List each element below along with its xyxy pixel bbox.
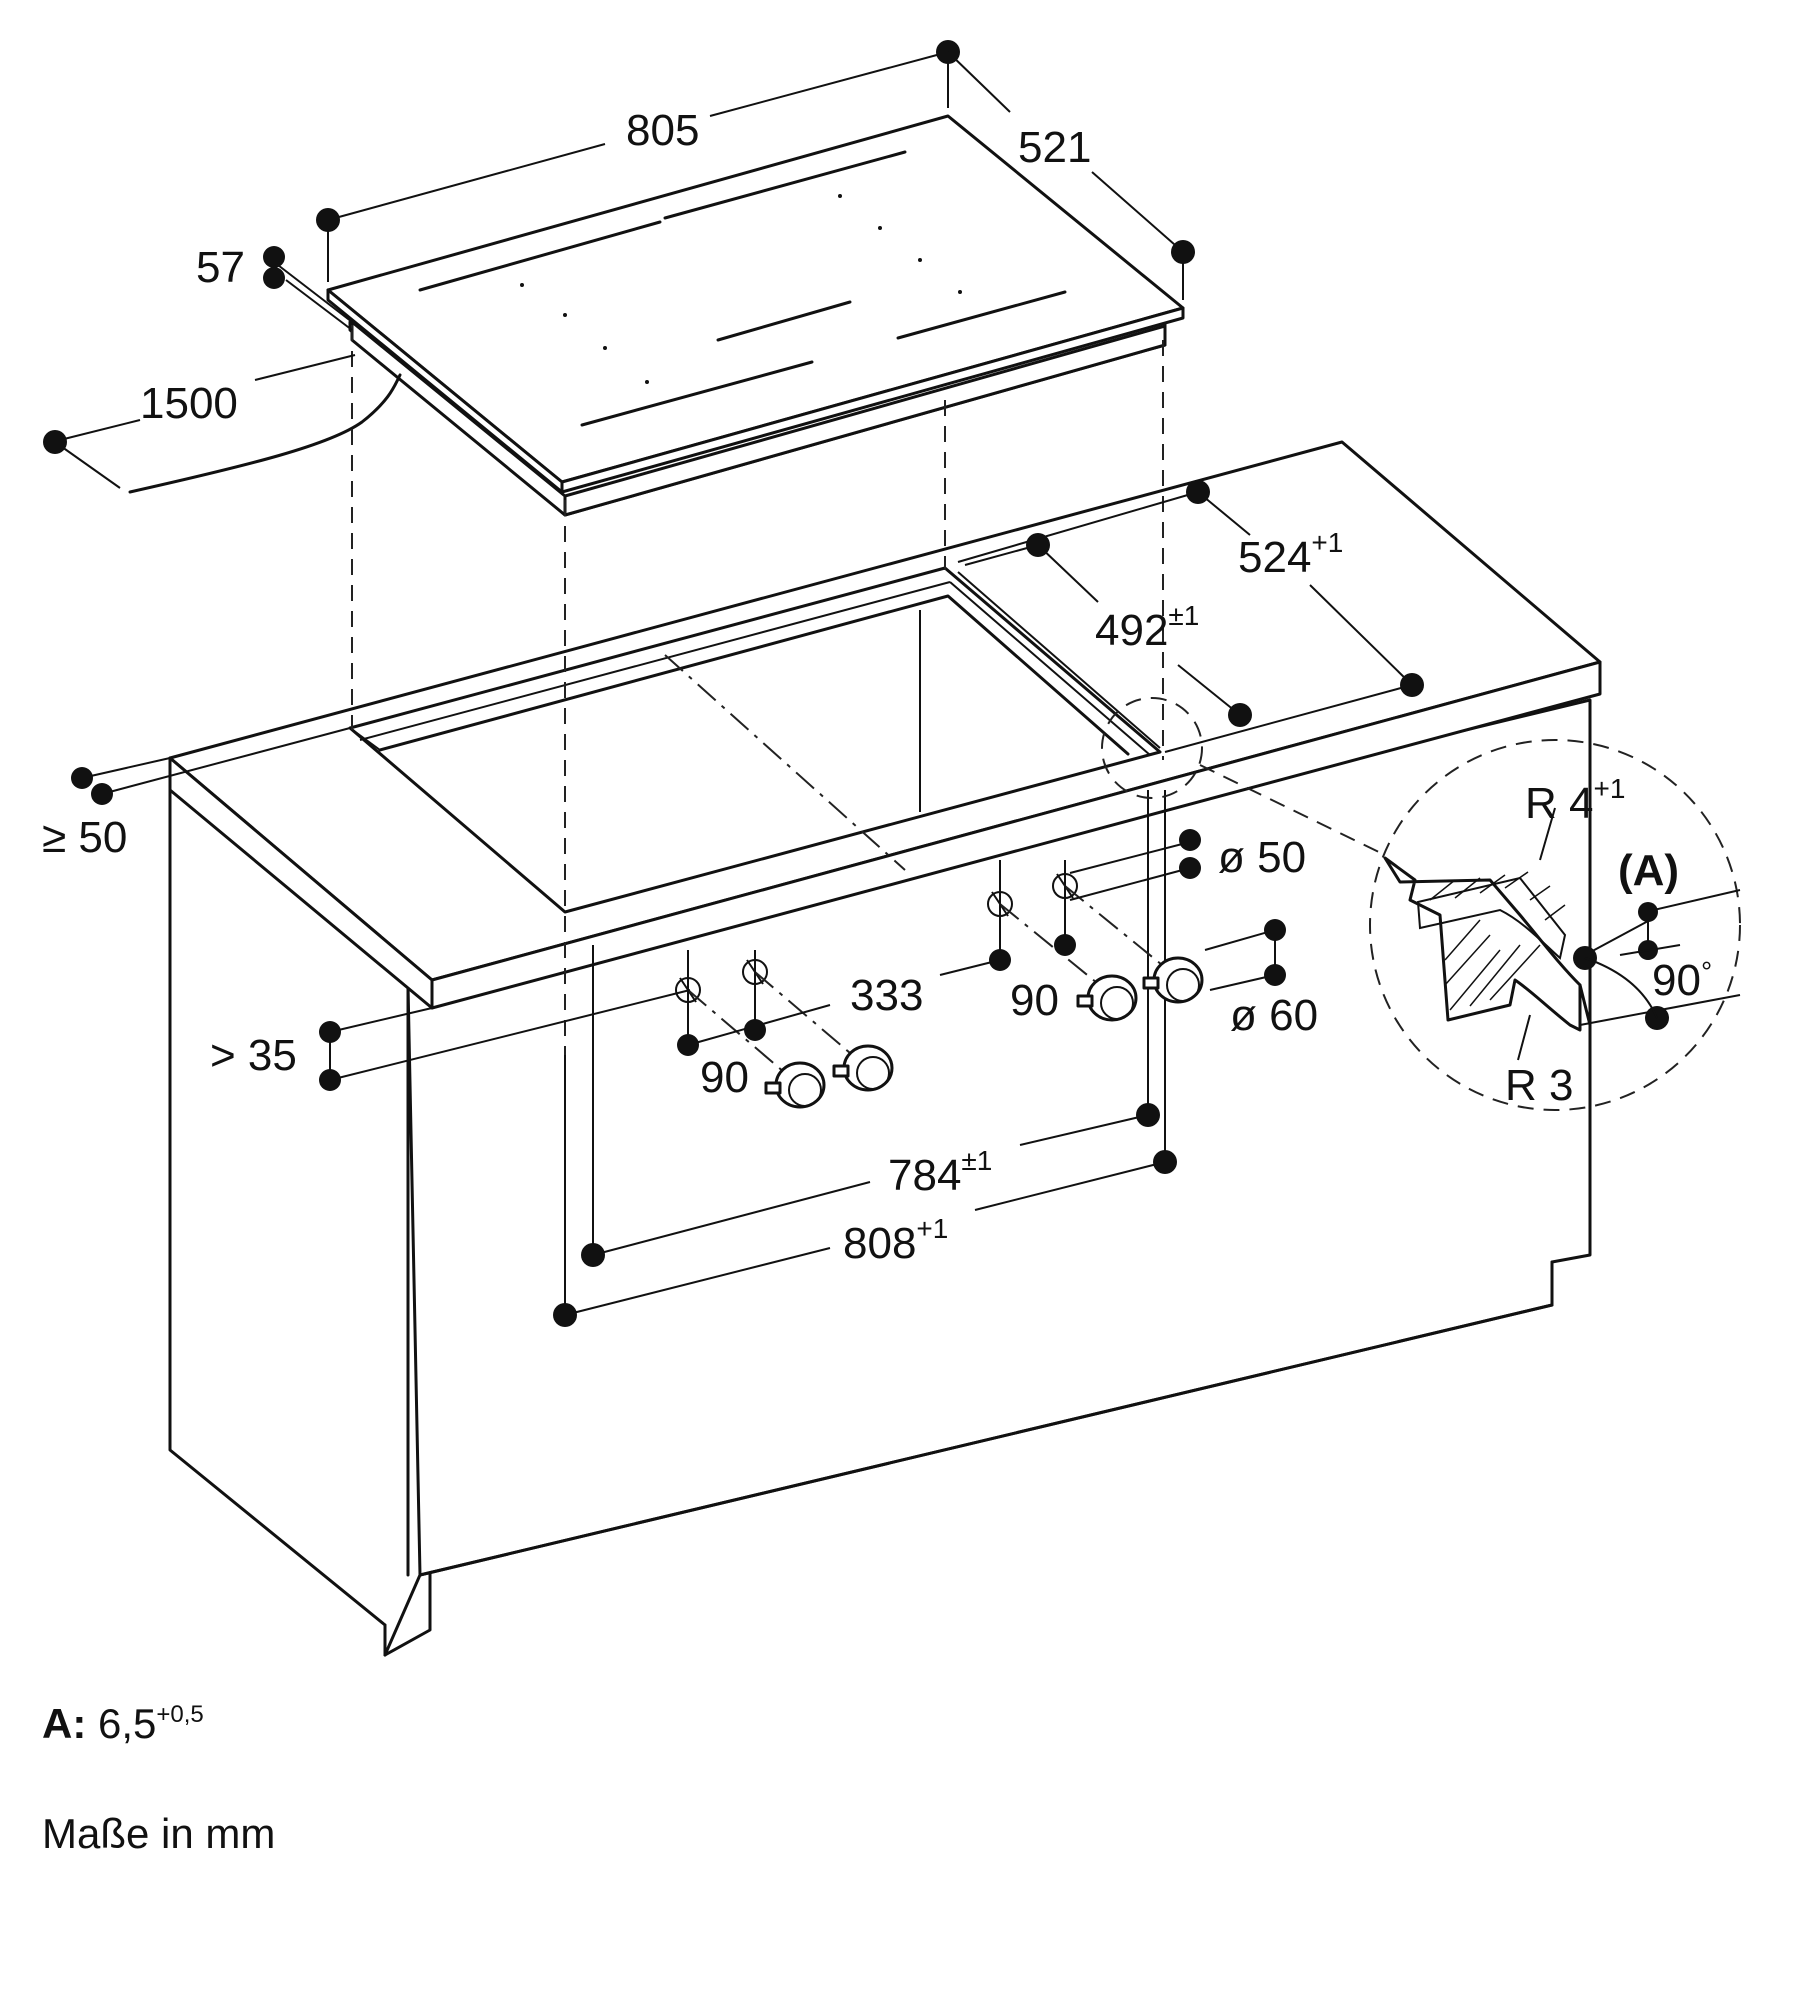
label-top-depth: 521 bbox=[1018, 123, 1091, 172]
zone-dots bbox=[520, 194, 962, 384]
label-radius-bottom: R 3 bbox=[1505, 1061, 1573, 1110]
label-cable-length: 1500 bbox=[140, 379, 238, 428]
dimension-lines bbox=[43, 40, 1424, 1327]
countertop bbox=[168, 440, 1602, 1010]
units-note: Maße in mm bbox=[42, 1810, 276, 1857]
label-marker-a: (A) bbox=[1618, 846, 1679, 895]
knob bbox=[764, 1061, 826, 1109]
label-countertop-thickness: > 35 bbox=[210, 1031, 297, 1080]
detail-callout bbox=[1101, 697, 1741, 1111]
label-knob-diameter: ø 60 bbox=[1230, 991, 1318, 1040]
knob bbox=[1076, 974, 1138, 1022]
label-radius-top: R 4+1 bbox=[1525, 773, 1625, 828]
label-top-height: 57 bbox=[196, 243, 245, 292]
legend-value: 6,5 bbox=[98, 1700, 157, 1747]
labels: 805 521 57 1500 524+1 492±1 ≥ 50 ø 50 33… bbox=[42, 106, 1712, 1268]
label-knob-pitch-left: 90 bbox=[700, 1053, 749, 1102]
cooktop bbox=[128, 114, 1185, 517]
label-drill-diameter: ø 50 bbox=[1218, 833, 1306, 882]
label-front-margin: ≥ 50 bbox=[42, 813, 127, 862]
label-knob-pitch-right: 90 bbox=[1010, 976, 1059, 1025]
label-top-width: 805 bbox=[626, 106, 699, 155]
legend-value-tol: +0,5 bbox=[156, 1701, 204, 1728]
label-cutout-width-outer: 808+1 bbox=[843, 1213, 948, 1268]
label-cutout-depth-inner: 492±1 bbox=[1095, 600, 1199, 655]
label-angle: 90° bbox=[1652, 956, 1712, 1005]
knob-group-left bbox=[675, 950, 894, 1109]
knob bbox=[1142, 956, 1204, 1004]
legend-key: A: bbox=[42, 1700, 87, 1747]
legend-a: A: 6,5+0,5 bbox=[42, 1700, 204, 1748]
knob-group-right bbox=[987, 860, 1204, 1022]
label-knob-spacing: 333 bbox=[850, 971, 923, 1020]
label-cutout-depth-outer: 524+1 bbox=[1238, 527, 1343, 582]
label-cutout-width-inner: 784±1 bbox=[888, 1145, 992, 1200]
knob bbox=[832, 1044, 894, 1092]
